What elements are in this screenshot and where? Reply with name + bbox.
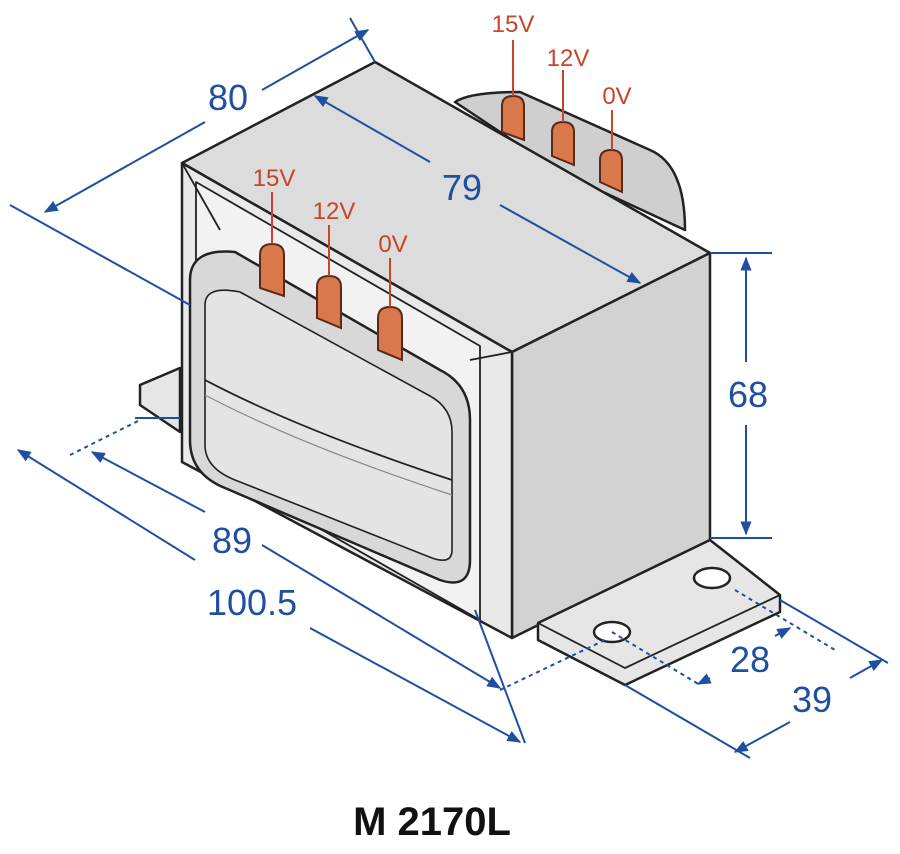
left-mounting-flange <box>138 366 182 434</box>
transformer-body <box>138 60 782 687</box>
front-terminal-15v <box>259 242 285 298</box>
front-coil-inner <box>204 289 453 561</box>
front-terminal-12v <box>316 274 342 330</box>
foot-edge <box>537 594 781 669</box>
rear-voltage-label-15v: 15V <box>492 11 535 38</box>
dimension-lines <box>9 17 889 759</box>
coil-line <box>204 394 453 496</box>
dimension-39: 39 <box>792 679 832 720</box>
dimension-100-5: 100.5 <box>207 582 297 623</box>
front-voltage-label-15v: 15V <box>253 165 296 192</box>
front-voltage-label-0v: 0V <box>378 231 407 258</box>
dimension-79: 79 <box>442 167 482 208</box>
rear-voltage-label-12v: 12V <box>547 45 590 72</box>
rear-voltage-label-0v: 0V <box>602 83 631 110</box>
model-label: M 2170L <box>353 800 511 844</box>
dimension-80: 80 <box>208 77 248 118</box>
rear-terminal-15v <box>501 94 525 142</box>
front-terminal-0v <box>377 305 403 362</box>
rear-terminal-12v <box>551 120 575 167</box>
mounting-hole <box>692 566 732 590</box>
dimension-89: 89 <box>212 520 252 561</box>
bevel-edge <box>469 351 513 361</box>
voltage-leaders <box>271 40 613 307</box>
bevel-edge <box>181 162 221 231</box>
coil-line <box>204 379 453 481</box>
dimension-28: 28 <box>730 639 770 680</box>
dimension-68: 68 <box>728 374 768 415</box>
front-voltage-label-12v: 12V <box>313 198 356 225</box>
